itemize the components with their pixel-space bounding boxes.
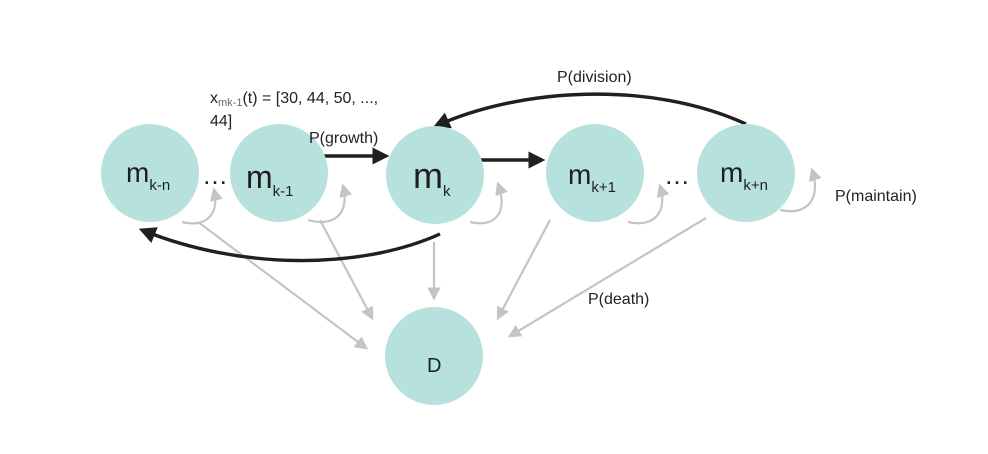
node-death: D — [385, 307, 483, 405]
svg-text:mk+n: mk+n — [720, 157, 768, 194]
ellipsis-left: … — [202, 160, 228, 190]
node-m-k-n: mk-n — [101, 124, 199, 222]
svg-text:D: D — [427, 355, 441, 377]
svg-text:mk-n: mk-n — [126, 157, 170, 194]
ellipsis-right: … — [664, 160, 690, 190]
label-growth: P(growth) — [309, 130, 378, 147]
self-loop-m-k — [469, 181, 508, 225]
svg-text:44]: 44] — [210, 113, 232, 130]
svg-text:mk-1: mk-1 — [246, 159, 294, 200]
self-loop-m-k-n — [181, 187, 223, 225]
svg-text:mk+1: mk+1 — [568, 159, 616, 196]
self-loop-m-k-plus-1 — [627, 183, 670, 225]
node-m-k: mk — [386, 126, 484, 224]
label-maintain: P(maintain) — [835, 188, 917, 205]
label-division: P(division) — [557, 69, 632, 86]
death-arrow-from-m-k-plus-n — [507, 217, 707, 338]
self-loop-m-k-1 — [307, 183, 353, 224]
svg-text:xmk-1(t) = [30, 44, 50, ...,: xmk-1(t) = [30, 44, 50, ..., — [210, 90, 378, 109]
death-arrow-from-m-k-plus-1 — [496, 219, 551, 321]
division-arrow — [432, 92, 747, 129]
node-m-k-plus-1: mk+1 — [546, 124, 644, 222]
death-arrow-from-m-k-n — [197, 221, 369, 350]
node-m-k-1: mk-1 — [230, 124, 328, 222]
death-arrow-from-m-k-1 — [319, 219, 374, 321]
svg-text:mk: mk — [413, 155, 451, 200]
self-loop-m-k-plus-n — [779, 167, 822, 213]
node-m-k-plus-n: mk+n — [697, 124, 795, 222]
shrink-arrow-to-m-k-n — [138, 227, 441, 263]
state-vector-annotation: xmk-1(t) = [30, 44, 50, ..., 44] — [210, 90, 378, 130]
label-death: P(death) — [588, 291, 649, 308]
